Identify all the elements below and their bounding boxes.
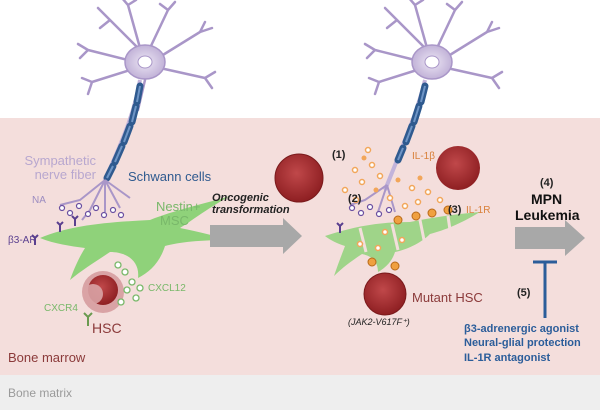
- cxcl12-dots: [114, 261, 144, 306]
- mutant-cell-left: [275, 154, 323, 202]
- step3-label: (3): [448, 204, 462, 216]
- inhibition-symbol: [533, 260, 557, 318]
- treatments-list: β3-adrenergic agonist Neural-glial prote…: [464, 322, 581, 365]
- leukemia-label: Leukemia: [515, 207, 580, 223]
- beta3-ar-receptors-left: [31, 215, 79, 245]
- sympathetic-label-line1: Sympathetic: [24, 153, 96, 168]
- mutant-hsc-label: Mutant HSC: [412, 290, 483, 305]
- treatment-neural-glial-protection: Neural-glial protection: [464, 337, 581, 350]
- beta3-ar-receptors-right: [336, 222, 344, 233]
- msc-cell-left: [40, 196, 230, 280]
- sympathetic-label-line2: nerve fiber: [34, 166, 96, 182]
- il1b-dots: [341, 146, 444, 252]
- bone-matrix-region: [0, 375, 600, 410]
- sympathetic-nerve-fiber-label: Sympathetic nerve fiber: [4, 154, 96, 181]
- step4-label: (4): [540, 177, 554, 189]
- nestin-label-line1: Nestin+: [156, 199, 201, 214]
- treatment-il1r-antagonist: IL-1R antagonist: [464, 351, 551, 364]
- oncogenic-line1: Oncogenic: [212, 192, 269, 204]
- nestin-label-line2: MSC: [160, 212, 189, 228]
- jak2-label: (JAK2-V617F⁺): [348, 317, 410, 327]
- beta3-ar-label: β3-AR: [8, 235, 37, 246]
- oncogenic-transformation-label: Oncogenic transformation: [212, 192, 290, 216]
- oncogenic-arrow: [210, 218, 302, 254]
- na-vesicles-right: [348, 203, 393, 218]
- mpn-label: MPN: [531, 191, 563, 207]
- cxcr4-label: CXCR4: [44, 303, 78, 314]
- il1b-label: IL-1β: [412, 151, 435, 162]
- il1r-label: IL-1R: [466, 205, 491, 216]
- neuron-left: [76, 0, 217, 112]
- nestin-msc-label: Nestin+ MSC: [156, 200, 200, 227]
- na-label: NA: [32, 195, 46, 206]
- treatment-beta3-agonist: β3-adrenergic agonist: [464, 323, 579, 335]
- oncogenic-line2: transformation: [212, 203, 290, 216]
- il1r-receptors: [367, 205, 453, 271]
- mutant-hsc: [364, 273, 406, 315]
- cxcr4-receptor: [83, 312, 93, 326]
- step5-label: (5): [517, 287, 531, 299]
- step1-label: (1): [332, 149, 346, 161]
- schwann-cells-label: Schwann cells: [128, 169, 212, 184]
- msc-cell-right: [325, 212, 480, 276]
- mutant-cell-right: [436, 146, 480, 190]
- step2-label: (2): [348, 193, 362, 205]
- neuron-right: [363, 0, 504, 96]
- bone-matrix-label: Bone matrix: [8, 386, 73, 400]
- bone-marrow-label: Bone marrow: [8, 350, 86, 365]
- cxcl12-label: CXCL12: [148, 283, 186, 294]
- hsc-label: HSC: [92, 320, 122, 336]
- nerve-terminals-left: [59, 179, 131, 221]
- mpn-arrow: [515, 220, 585, 256]
- na-vesicles-left: [58, 202, 125, 219]
